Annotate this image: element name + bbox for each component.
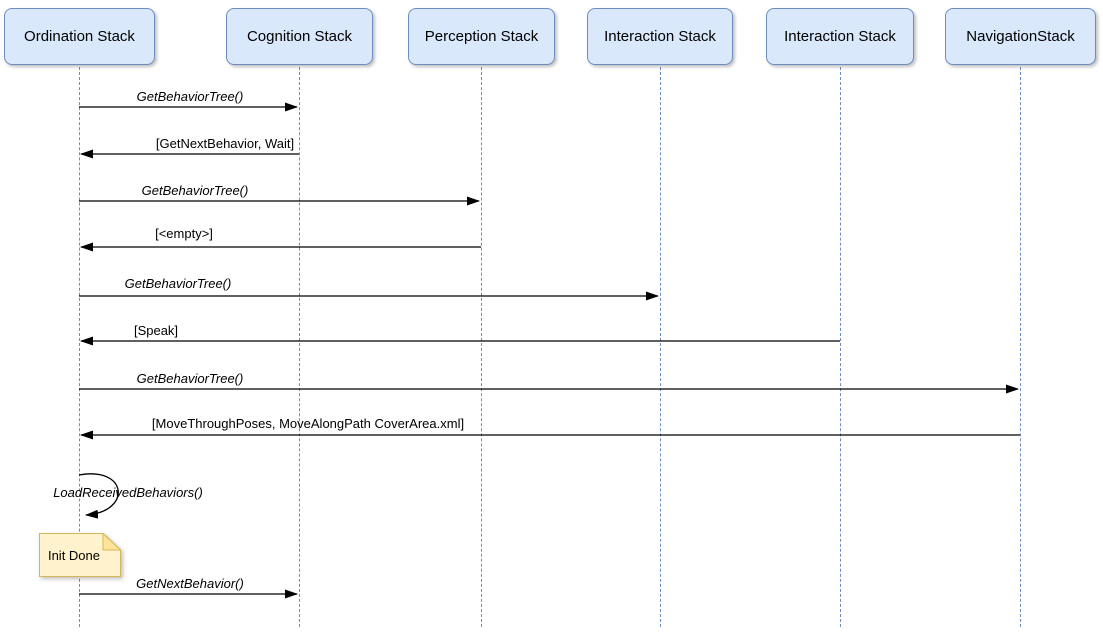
message-label: GetBehaviorTree() [136, 371, 244, 386]
message-label: [Speak] [133, 323, 179, 338]
actor-interaction-stack-1: Interaction Stack [587, 8, 733, 65]
message-label: GetBehaviorTree() [124, 276, 232, 291]
actor-ordination-stack: Ordination Stack [4, 8, 155, 65]
lifeline-perception-stack [481, 67, 482, 627]
message-label: GetNextBehavior() [136, 576, 244, 591]
actor-label: Interaction Stack [784, 28, 896, 45]
lifeline-cognition-stack [299, 67, 300, 627]
lifeline-interaction-stack-1 [660, 67, 661, 627]
lifeline-navigation-stack [1020, 67, 1021, 627]
message-label: [<empty>] [155, 226, 213, 241]
lifeline-ordination-stack [79, 67, 80, 627]
note-shape-icon [39, 533, 121, 577]
actor-navigation-stack: NavigationStack [945, 8, 1096, 65]
actor-interaction-stack-2: Interaction Stack [766, 8, 914, 65]
message-label: GetBehaviorTree() [136, 89, 244, 104]
actor-label: Perception Stack [424, 28, 539, 45]
message-label: [GetNextBehavior, Wait] [155, 136, 295, 151]
actor-perception-stack: Perception Stack [408, 8, 555, 65]
actor-label: NavigationStack [966, 28, 1075, 45]
actor-label: Cognition Stack [246, 28, 353, 45]
lifeline-interaction-stack-2 [840, 67, 841, 627]
note-init-done: Init Done [39, 533, 121, 577]
actor-label: Interaction Stack [604, 28, 716, 45]
message-label: GetBehaviorTree() [141, 183, 249, 198]
actor-label: Ordination Stack [24, 28, 135, 45]
message-label: [MoveThroughPoses, MoveAlongPath CoverAr… [151, 416, 465, 431]
note-text: Init Done [47, 547, 101, 563]
actor-cognition-stack: Cognition Stack [226, 8, 373, 65]
message-label: LoadReceivedBehaviors() [53, 485, 203, 500]
